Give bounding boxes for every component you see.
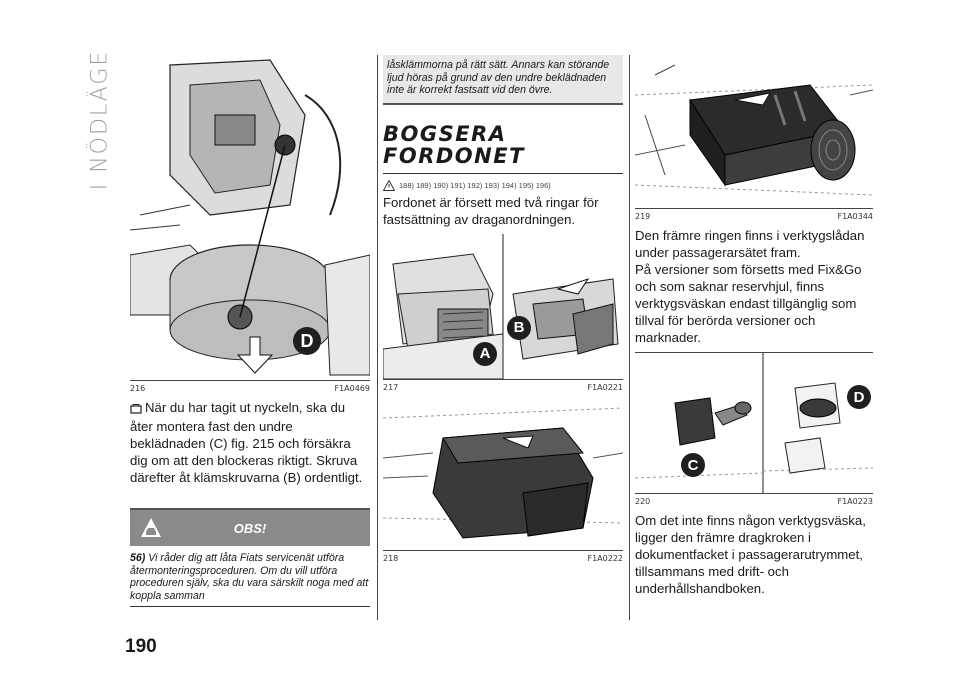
callout-b: B [507,315,531,340]
figure-218 [383,397,623,551]
figure-218-illustration [383,397,623,550]
note-number: 56) [130,552,146,564]
figure-217: A B [383,233,623,380]
note-text: Vi råder dig att låta Fiats servicenät u… [130,552,369,602]
figure-caption: 219 F1A0344 [635,209,873,227]
obs-note-box: OBS! 56) Vi råder dig att låta Fiats ser… [130,508,370,607]
obs-note: 56) Vi råder dig att låta Fiats servicen… [130,552,370,607]
fixgo-paragraph: På versioner som försetts med Fix&Go och… [635,262,862,345]
obs-header: OBS! [130,510,370,546]
towing-paragraph: Fordonet är försett med två ringar för f… [383,194,599,227]
front-ring-paragraph: Den främre ringen finns i verktygslådan … [635,228,865,260]
section-title-line1: BOGSERA [383,121,507,146]
obs-continued-text: låsklämmorna på rätt sätt. Annars kan st… [383,55,623,105]
sidebar-chapter-title: I NÖDLÄGE [80,50,120,191]
figure-code: F1A0221 [587,382,623,392]
section-title-line2: FORDONET [383,143,525,168]
figure-219-illustration [635,55,873,208]
warning-triangle-icon [383,179,395,191]
column-divider [629,55,630,620]
reference-list: 188) 189) 190) 191) 192) 193) 194) 195) … [383,179,623,191]
figure-code: F1A0222 [587,553,623,563]
figure-216-illustration [130,55,370,380]
figure-219 [635,55,873,209]
figure-220: C D [635,352,873,494]
figure-caption: 217 F1A0221 [383,380,623,398]
figure-number: 217 [383,382,399,392]
reference-numbers: 188) 189) 190) 191) 192) 193) 194) 195) … [399,180,551,190]
figure-216: D [130,55,370,381]
no-toolbag-paragraph: Om det inte finns någon verktygsväska, l… [635,513,866,596]
figure-number: 216 [130,384,146,393]
instruction-text: När du har tagit ut nyckeln, ska du åter… [130,400,363,485]
callout-d: D [847,385,871,409]
chapter-title-text: I NÖDLÄGE [87,49,113,191]
page-number: 190 [125,636,157,657]
section-title: BOGSERA FORDONET [383,123,623,174]
column-2: låsklämmorna på rätt sätt. Annars kan st… [383,55,623,569]
warning-car-icon [140,517,162,542]
callout-c: C [681,453,705,477]
callout-d: D [293,327,321,355]
column-1: D 216 F1A0469 När du har tagit ut nyckel… [130,55,370,607]
column-3: 219 F1A0344 Den främre ringen finns i ve… [635,55,873,597]
column-divider [377,55,378,620]
callout-a: A [473,341,497,366]
key-icon [130,401,142,418]
figure-number: 220 [635,497,651,506]
figure-number: 218 [383,553,399,563]
instruction-paragraph: När du har tagit ut nyckeln, ska du åter… [130,399,370,486]
figure-220-illustration [635,353,873,493]
figure-number: 219 [635,212,651,221]
figure-code: F1A0223 [837,497,873,506]
obs-title: OBS! [233,520,267,536]
figure-code: F1A0469 [334,384,370,393]
figure-caption: 218 F1A0222 [383,551,623,569]
figure-caption: 216 F1A0469 [130,381,370,399]
figure-code: F1A0344 [837,212,873,221]
figure-217-illustration [383,233,623,379]
figure-caption: 220 F1A0223 [635,494,873,512]
